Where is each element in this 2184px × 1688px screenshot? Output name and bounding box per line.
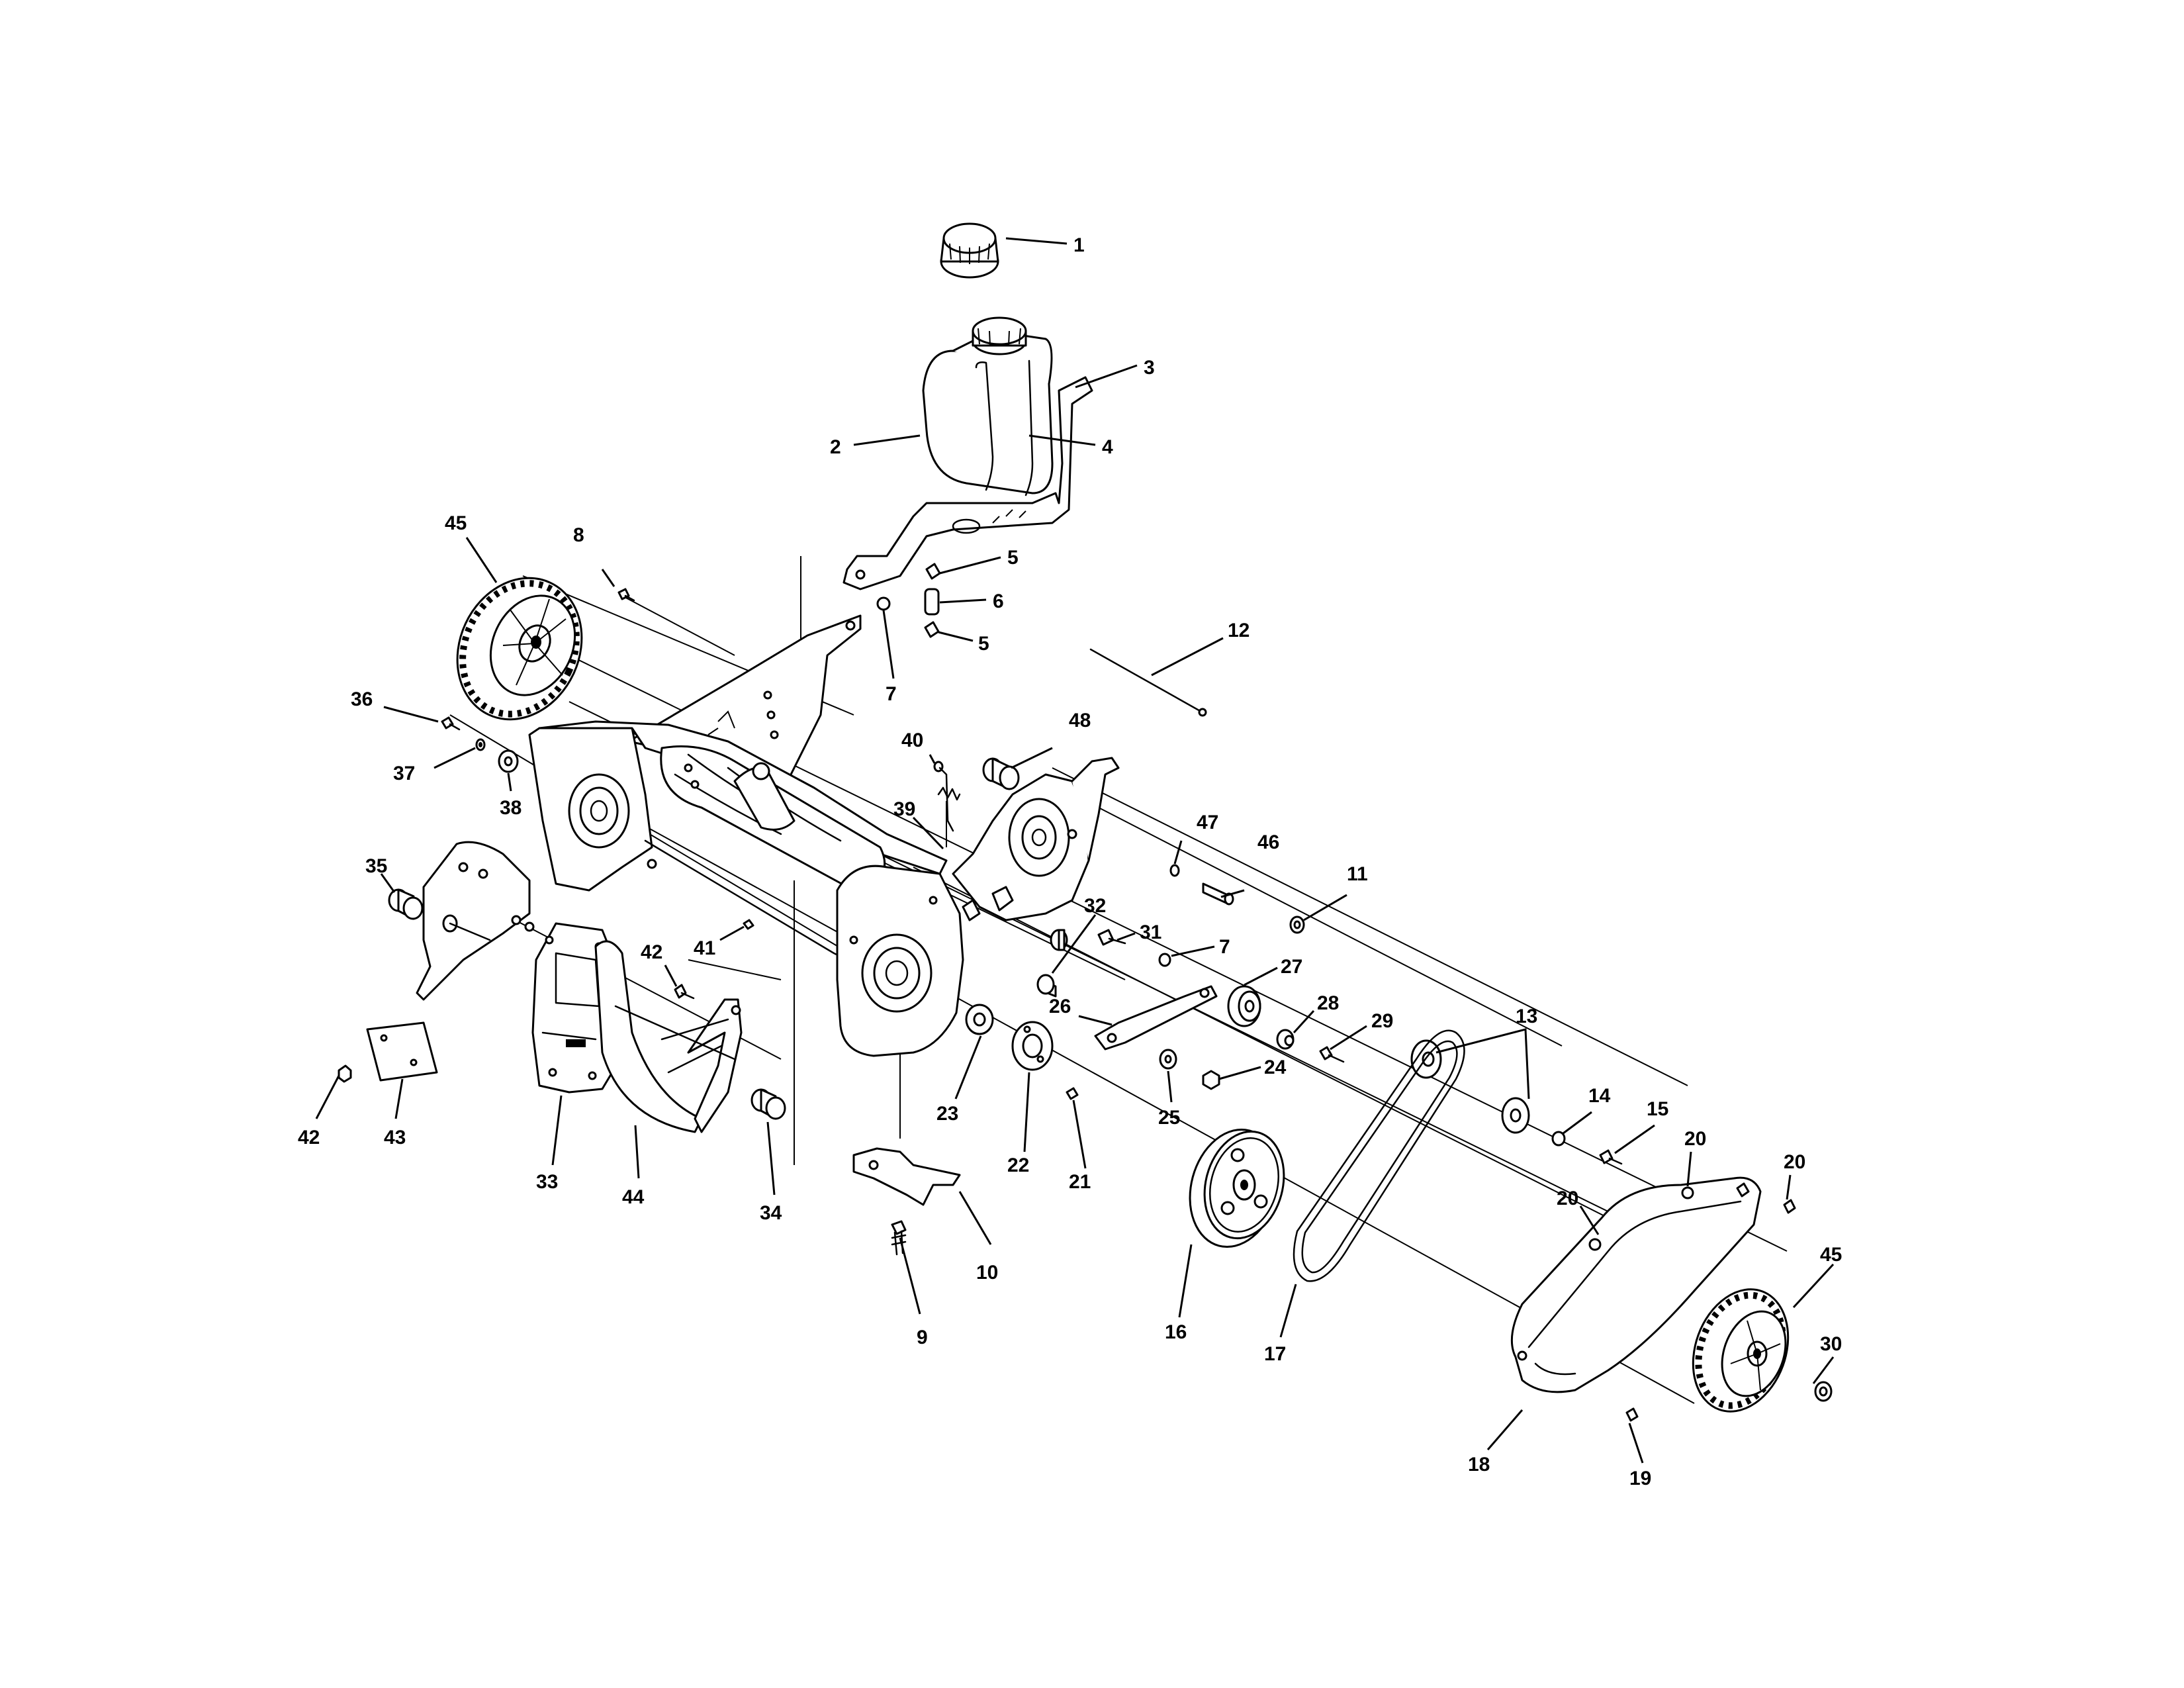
callout-3: 3	[1144, 357, 1155, 379]
callout-21: 21	[1069, 1171, 1091, 1193]
callout-24: 24	[1264, 1056, 1287, 1078]
callout-34: 34	[760, 1202, 782, 1224]
callout-5-upper: 5	[1007, 547, 1019, 569]
callout-5-lower: 5	[978, 633, 989, 655]
main-frame	[528, 614, 964, 1057]
callout-19: 19	[1629, 1468, 1651, 1489]
idler-arm-assembly	[1094, 985, 1345, 1063]
callout-37: 37	[393, 763, 415, 784]
fuel-cap	[940, 222, 999, 279]
callout-leaders	[315, 237, 1835, 1464]
callout-7-lower: 7	[1219, 936, 1230, 958]
callout-47: 47	[1197, 812, 1218, 833]
callout-16: 16	[1165, 1321, 1187, 1343]
callout-28: 28	[1317, 992, 1339, 1014]
callout-20-right: 20	[1784, 1151, 1805, 1173]
axle-hardware	[1169, 864, 1305, 934]
wheel-hardware-left	[441, 716, 519, 773]
control-rod	[1089, 648, 1207, 717]
callout-labels: 1 2 3 4 5 5 6 7 7 8 9 10 11 12 13 14 15 …	[298, 234, 1842, 1489]
callout-6: 6	[993, 590, 1004, 612]
callout-15: 15	[1647, 1098, 1668, 1120]
callout-42-lower: 42	[298, 1127, 320, 1149]
tank-bracket	[842, 376, 1093, 590]
bolt-31-spacer-32	[1036, 929, 1126, 998]
callout-11: 11	[1347, 863, 1368, 885]
callout-45-left: 45	[445, 512, 467, 534]
callout-13: 13	[1516, 1006, 1537, 1027]
fuel-tank	[922, 316, 1054, 496]
left-wheel	[456, 577, 583, 721]
callout-36: 36	[351, 688, 373, 710]
callout-23: 23	[936, 1103, 958, 1125]
large-pulley	[1189, 1128, 1285, 1248]
callout-38: 38	[500, 797, 522, 819]
callout-42-upper: 42	[641, 941, 662, 963]
callout-44: 44	[622, 1186, 645, 1208]
lower-bracket	[852, 1147, 961, 1256]
nut-24-washer-25	[1159, 1049, 1220, 1090]
callout-29: 29	[1371, 1010, 1393, 1032]
callout-27: 27	[1281, 956, 1302, 978]
callout-18: 18	[1468, 1454, 1490, 1476]
callout-7-upper: 7	[886, 683, 897, 705]
callout-4: 4	[1102, 436, 1113, 458]
callout-14: 14	[1588, 1085, 1611, 1107]
callout-17: 17	[1264, 1343, 1286, 1365]
callout-32: 32	[1084, 895, 1106, 917]
callout-25: 25	[1158, 1107, 1180, 1129]
callout-1: 1	[1073, 234, 1085, 256]
callout-12: 12	[1228, 620, 1250, 641]
belt-cover	[1510, 1176, 1796, 1422]
screw-8	[617, 588, 635, 602]
callout-33: 33	[536, 1171, 558, 1193]
callout-45-right: 45	[1820, 1244, 1842, 1266]
callout-43: 43	[384, 1127, 406, 1149]
callout-20-left: 20	[1557, 1188, 1578, 1209]
left-side-assembly	[338, 841, 786, 1133]
callout-20-upper: 20	[1684, 1128, 1706, 1150]
right-wheel	[1692, 1288, 1833, 1413]
callout-30: 30	[1820, 1333, 1842, 1355]
callout-41: 41	[694, 937, 715, 959]
callout-22: 22	[1007, 1154, 1029, 1176]
callout-48: 48	[1069, 710, 1091, 731]
callout-26: 26	[1049, 996, 1071, 1017]
callout-40: 40	[901, 729, 923, 751]
callout-2: 2	[830, 436, 841, 458]
callout-39: 39	[893, 798, 915, 820]
callout-35: 35	[365, 855, 387, 877]
callout-31: 31	[1140, 921, 1161, 943]
clip-41	[743, 919, 754, 930]
callout-9: 9	[917, 1327, 928, 1348]
bearing-flange	[965, 1004, 1079, 1100]
nut-7-lower	[1158, 953, 1171, 967]
callout-10: 10	[976, 1262, 998, 1284]
right-drive-plate	[933, 757, 1120, 921]
callout-46: 46	[1257, 831, 1279, 853]
callout-8: 8	[573, 524, 584, 546]
drive-belt	[1293, 1029, 1465, 1282]
